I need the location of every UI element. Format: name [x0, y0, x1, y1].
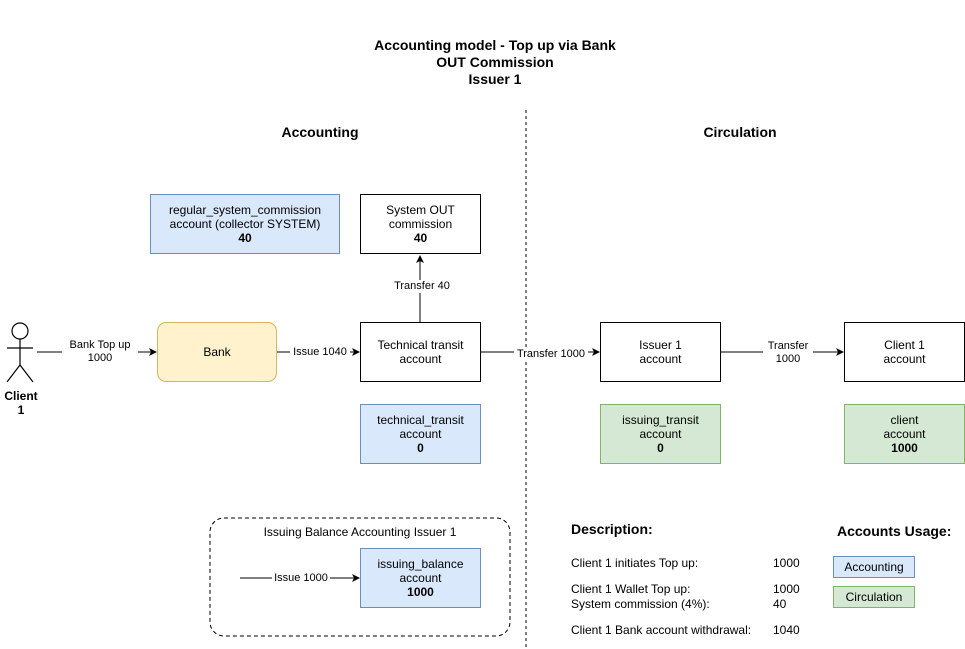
node-value: 1000 — [407, 585, 434, 599]
node-line: account (collector SYSTEM) — [169, 217, 321, 231]
issuing-balance-group — [209, 517, 511, 637]
description-value: 40 — [773, 597, 787, 611]
node-line: account — [399, 571, 442, 585]
description-value: 1000 — [773, 582, 800, 596]
description-value: 1040 — [773, 623, 800, 637]
section-accounting: Accounting — [281, 124, 359, 140]
description-label: Client 1 initiates Top up: — [571, 556, 699, 570]
title-line-2: OUT Commission — [436, 54, 554, 70]
legend-heading: Accounts Usage: — [837, 523, 952, 539]
client1-node: Client 1 account — [844, 322, 965, 382]
edge-label-bank-topup: Bank Top up 1000 — [62, 339, 138, 365]
node-value: 40 — [413, 231, 428, 245]
issuing-balance-account: issuing_balance account 1000 — [360, 548, 481, 608]
edge-label-line: Transfer — [767, 340, 809, 352]
edge-label-line: 1000 — [87, 352, 113, 364]
issuing-balance-group-label: Issuing Balance Accounting Issuer 1 — [263, 525, 457, 539]
description-label: Client 1 Wallet Top up: — [571, 582, 691, 596]
node-line: issuing_transit — [622, 413, 699, 427]
edge-label-issue-1000: Issue 1000 — [272, 572, 330, 585]
edge-label-line: 1000 — [775, 353, 801, 365]
legend-circulation: Circulation — [833, 586, 915, 608]
edge-label-transfer-40: Transfer 40 — [390, 280, 454, 293]
node-line: Client 1 — [884, 338, 925, 352]
client-actor-icon — [6, 322, 34, 383]
node-value: 0 — [417, 441, 424, 455]
node-line: commission — [388, 217, 453, 231]
regular-system-commission-account: regular_system_commission account (colle… — [150, 194, 340, 254]
client-actor-label: Client 1 — [4, 389, 38, 417]
node-value: 40 — [238, 231, 252, 245]
node-line: Issuer 1 — [639, 338, 682, 352]
node-line: client — [890, 413, 919, 427]
edge-label-line: Bank Top up — [69, 339, 131, 351]
node-value: 0 — [657, 441, 664, 455]
node-line: System OUT — [386, 203, 455, 217]
technical-transit-account: technical_transit account 0 — [360, 404, 481, 464]
node-line: issuing_balance — [377, 557, 464, 571]
node-line: account — [639, 352, 682, 366]
technical-transit-node: Technical transit account — [360, 322, 481, 382]
issuer1-node: Issuer 1 account — [600, 322, 721, 382]
client-account: client account 1000 — [844, 404, 965, 464]
node-line: Technical transit — [377, 338, 464, 352]
legend-accounting: Accounting — [833, 556, 915, 578]
node-line: account — [399, 352, 442, 366]
node-line: account — [883, 352, 926, 366]
edge-label-transfer-1000: Transfer 1000 — [514, 348, 588, 361]
node-line: Bank — [203, 345, 231, 359]
system-out-commission-node: System OUT commission 40 — [360, 194, 481, 254]
edge-label-issue-1040: Issue 1040 — [290, 346, 350, 359]
node-line: regular_system_commission — [168, 203, 322, 217]
title-line-1: Accounting model - Top up via Bank — [374, 37, 616, 53]
node-value: 1000 — [891, 441, 918, 455]
node-line: account — [399, 427, 442, 441]
description-value: 1000 — [773, 556, 800, 570]
bank-node: Bank — [157, 322, 277, 382]
node-line: technical_transit — [377, 413, 464, 427]
section-circulation: Circulation — [703, 124, 777, 140]
description-label: System commission (4%): — [571, 597, 710, 611]
issuing-transit-account: issuing_transit account 0 — [600, 404, 721, 464]
node-line: account — [883, 427, 926, 441]
description-label: Client 1 Bank account withdrawal: — [571, 623, 752, 637]
description-heading: Description: — [571, 521, 653, 537]
diagram-title: Accounting model - Top up via Bank OUT C… — [0, 37, 965, 88]
node-line: account — [639, 427, 682, 441]
edge-label-transfer-client: Transfer 1000 — [763, 340, 813, 366]
title-line-3: Issuer 1 — [468, 71, 522, 87]
